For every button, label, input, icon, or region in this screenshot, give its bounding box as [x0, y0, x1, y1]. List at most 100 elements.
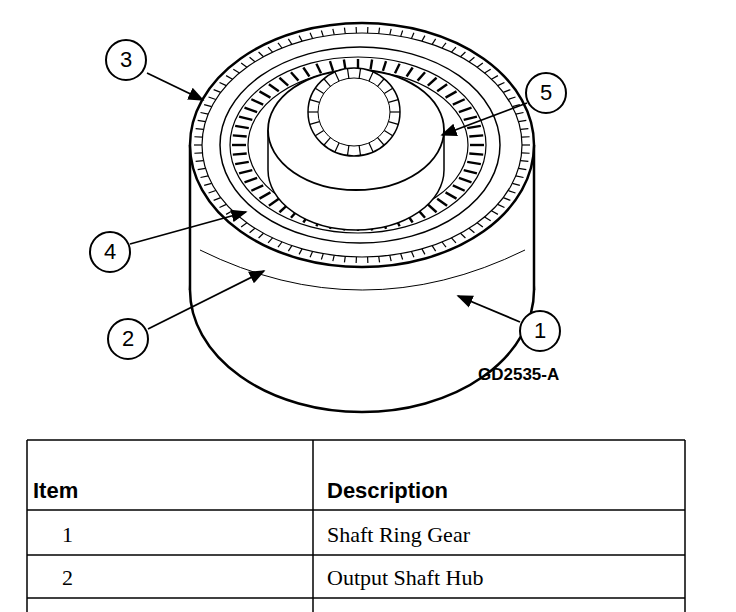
table-cell: 1 [62, 522, 73, 547]
gear-tooth [310, 252, 312, 258]
gear-tooth [442, 43, 446, 48]
gear-tooth [519, 120, 527, 121]
gear-tooth [321, 254, 323, 260]
gear-tooth [411, 252, 413, 258]
gear-tooth [268, 47, 272, 52]
spline-tooth [384, 130, 392, 135]
gear-tooth [411, 33, 413, 39]
callout-circle: 2 [107, 318, 149, 360]
needle-roller [303, 68, 309, 77]
gear-tooth [451, 47, 455, 52]
spline-tooth [347, 68, 348, 78]
gear-tooth [477, 63, 483, 67]
gear-tooth [422, 249, 425, 255]
needle-roller [251, 185, 263, 190]
gear-tooth [516, 176, 524, 178]
gear-tooth [310, 33, 312, 39]
needle-roller [259, 192, 270, 198]
gear-tooth [485, 69, 491, 73]
gear-tooth [461, 233, 466, 238]
gear-tooth [288, 39, 292, 44]
gear-tooth [390, 255, 391, 261]
needle-roller [244, 178, 257, 182]
table-header: Item [33, 478, 78, 503]
gear-tooth [196, 128, 204, 130]
gear-tooth [356, 257, 357, 263]
needle-roller [467, 126, 481, 128]
spline-tooth [310, 100, 320, 103]
table-cell: 2 [62, 565, 73, 590]
gear-tooth [491, 76, 497, 80]
gear-tooth [268, 238, 272, 243]
gear-tooth [491, 211, 497, 215]
spline-tooth [335, 143, 339, 152]
needle-roller [233, 154, 247, 155]
gear-tooth [432, 39, 436, 44]
gear-tooth [522, 144, 530, 145]
needle-roller [467, 162, 481, 164]
spline-tooth [378, 79, 385, 87]
gear-tooth [508, 191, 515, 193]
spline-tooth [369, 72, 373, 81]
gear-tooth [214, 198, 221, 201]
gear-tooth [333, 255, 334, 261]
needle-roller [316, 64, 321, 73]
gear-tooth [344, 256, 346, 262]
gear-tooth [204, 183, 212, 185]
needle-roller [269, 84, 279, 91]
table-grid [27, 440, 685, 612]
spline-tooth [389, 100, 399, 103]
needle-roller [469, 154, 483, 155]
table-cell: Shaft Ring Gear [327, 522, 470, 547]
callout-circle: 3 [105, 39, 147, 81]
gear-tooth [250, 228, 255, 232]
callout-circle: 1 [519, 310, 561, 352]
gear-tooth [241, 223, 247, 227]
needle-roller [279, 78, 288, 86]
spline-tooth [378, 138, 385, 146]
needle-roller [464, 170, 477, 173]
gear-tooth [503, 198, 510, 201]
leader-lines [130, 73, 527, 329]
needle-roller [371, 60, 373, 70]
spline-tooth [390, 111, 400, 112]
needle-roller [428, 78, 437, 86]
needle-roller [244, 108, 257, 112]
needle-roller [437, 84, 447, 91]
gear-tooth [241, 63, 247, 67]
needle-roller [459, 178, 472, 182]
needle-roller [407, 68, 413, 77]
gear-tooth [194, 152, 202, 154]
gear-tooth [378, 256, 380, 262]
gear-tooth [498, 204, 505, 207]
spline-tooth [324, 138, 331, 146]
table-cell: 2 [62, 566, 73, 590]
spline-tooth [310, 122, 320, 125]
spline-tooth [315, 88, 323, 93]
needle-roller [235, 126, 249, 128]
table-cell: Output Shaft Hub [327, 566, 483, 590]
needle-roller [437, 199, 447, 206]
table-cell: 1 [62, 523, 73, 547]
callout-circle: 4 [89, 231, 131, 273]
gear-tooth [278, 242, 282, 247]
gear-tooth [356, 27, 357, 33]
spline-tooth [315, 130, 323, 135]
needle-roller [446, 91, 457, 97]
gear-tooth [250, 57, 255, 61]
gear-tooth [522, 136, 530, 138]
gear-tooth [198, 168, 206, 169]
gear-tooth [461, 52, 466, 57]
gear-tooth [333, 29, 334, 35]
gear-tooth [278, 43, 282, 48]
needle-roller [232, 144, 246, 146]
gear-tooth [201, 112, 209, 114]
gear-tooth [321, 31, 323, 37]
needle-roller [383, 61, 386, 71]
needle-roller [453, 99, 465, 104]
gear-tooth [233, 217, 239, 221]
figure-code: GD2535-A [478, 365, 559, 384]
spline-tooth [347, 146, 348, 156]
